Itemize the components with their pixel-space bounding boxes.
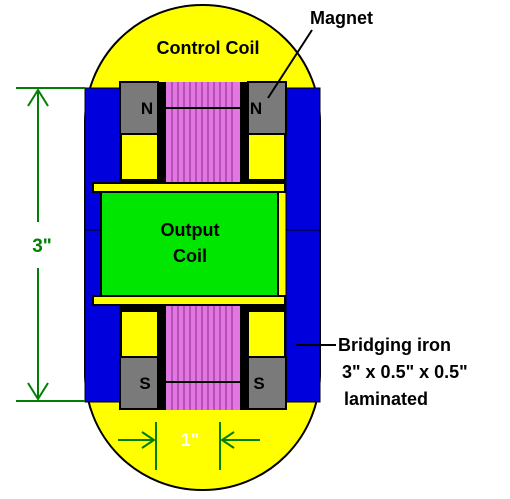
height-dimension-label: 3" — [32, 236, 52, 257]
north-pole-right-label: N — [250, 99, 262, 118]
bridging-iron-right-bottom — [285, 229, 321, 403]
output-coil-flange-top — [92, 182, 286, 193]
magnet-leader-line — [267, 29, 313, 99]
output-coil-label-line1: Output — [161, 220, 220, 240]
south-pole-right-label: S — [253, 374, 264, 393]
yellow-gap-bottom-left — [122, 312, 157, 357]
bridging-iron-right-top — [285, 87, 321, 239]
magnet-bottom-right — [247, 356, 287, 410]
lamination-lines-bottom — [171, 306, 233, 410]
magnet-top-right — [247, 81, 287, 135]
yellow-gap-top-right — [249, 134, 284, 179]
laminated-core-bottom — [166, 306, 240, 410]
bridging-iron-label-line1: Bridging iron — [338, 335, 451, 355]
lamination-lines-top — [171, 82, 233, 185]
yellow-gap-top-left — [122, 134, 157, 179]
bridging-iron-label-line3: laminated — [344, 389, 428, 409]
north-pole-left-label: N — [141, 99, 153, 118]
control-coil-label: Control Coil — [157, 38, 260, 58]
laminated-core-top — [166, 82, 240, 185]
width-dimension-label: 1" — [181, 430, 200, 450]
output-coil — [100, 191, 279, 297]
width-dimension — [118, 422, 260, 470]
height-dimension — [16, 87, 85, 402]
yellow-gap-bottom-right — [249, 312, 284, 357]
bridging-iron-label-line2: 3" x 0.5" x 0.5" — [342, 362, 468, 382]
output-coil-flange-bottom — [92, 295, 286, 306]
magnet-label: Magnet — [310, 8, 373, 28]
south-pole-left-label: S — [139, 374, 150, 393]
output-coil-label-line2: Coil — [173, 246, 207, 266]
magnet-bottom-left — [119, 356, 159, 410]
